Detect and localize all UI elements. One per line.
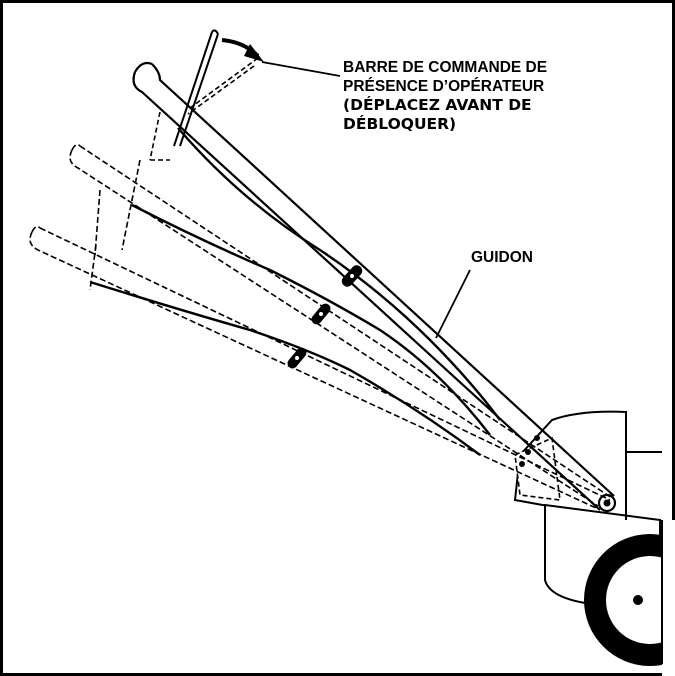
guidon-leader-line [435,269,471,339]
handlebar-upper-position [132,61,617,513]
movement-arrow [221,38,264,62]
bar-label-line-4: DÉBLOQUER) [343,114,456,133]
fasteners [519,435,540,467]
wheel [584,520,675,676]
bar-moved-position [149,57,259,161]
bar-leader-line [261,61,341,77]
bar-label-line-2: PRÉSENCE D’OPÉRATEUR [343,78,544,95]
bar-label-line-1: BARRE DE COMMANDE DE [343,59,547,76]
bar-callout: BARRE DE COMMANDE DE PRÉSENCE D’OPÉRATEU… [343,59,547,133]
cable-middle [131,203,491,436]
operator-presence-bar [173,29,219,147]
handlebar-middle-position [69,143,613,507]
bar-label-line-3: (DÉPLACEZ AVANT DE [343,95,532,114]
guidon-label: GUIDON [471,249,533,266]
